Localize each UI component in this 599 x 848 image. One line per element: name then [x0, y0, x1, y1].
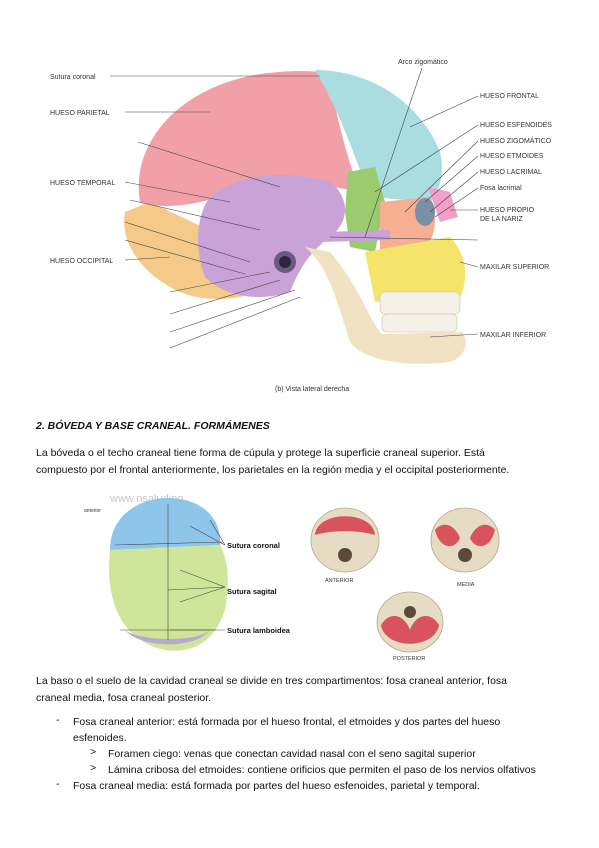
paragraph-2-line-2: craneal media, fosa craneal posterior. — [36, 692, 212, 704]
label-anterior: ANTERIOR — [325, 578, 353, 584]
bullet-2: Fosa craneal media: está formada por par… — [73, 780, 480, 792]
paragraph-2-line-1: La baso o el suelo de la cavidad craneal… — [36, 675, 508, 687]
label-fosa-lacrimal: Fosa lacrimal — [480, 185, 522, 192]
lower-teeth — [381, 313, 458, 333]
sub-arrow-1: > — [90, 746, 97, 758]
bullet-1-line-1: Fosa craneal anterior: está formada por … — [73, 716, 501, 728]
label-hueso-occipital: HUESO OCCIPITAL — [50, 258, 113, 265]
vault-corner-label: anterior — [84, 508, 101, 514]
fossa-media — [430, 507, 500, 573]
label-hueso-temporal: HUESO TEMPORAL — [50, 180, 115, 187]
section-heading: 2. BÓVEDA Y BASE CRANEAL. FORMÁMENES — [36, 420, 270, 432]
label-arco-zigomatico: Arco zigomático — [398, 59, 448, 66]
label-hueso-zigomatico: HUESO ZIGOMÁTICO — [480, 136, 552, 145]
skull-lateral-figure: Sutura coronal HUESO PARIETAL HUESO TEMP… — [50, 59, 552, 393]
label-posterior: POSTERIOR — [393, 656, 425, 662]
label-hueso-propio-2: DE LA NARIZ — [480, 216, 524, 223]
label-hueso-parietal: HUESO PARIETAL — [50, 110, 110, 117]
skull-vault-figure: www.nsaludino anterior Sutura coronal Su… — [84, 493, 291, 651]
cranial-base-figure: ANTERIOR MEDIA POSTERIOR — [310, 507, 500, 662]
vault-back — [109, 545, 228, 651]
fossa-posterior — [376, 591, 444, 653]
label-sutura-lamboidea: Sutura lamboidea — [227, 626, 291, 635]
vault-occipital-strip — [125, 630, 210, 645]
label-hueso-frontal: HUESO FRONTAL — [480, 93, 539, 100]
figure1-caption: (b) Vista lateral derecha — [275, 386, 349, 393]
sub-arrow-2: > — [90, 762, 97, 774]
label-hueso-propio-1: HUESO PROPIO — [480, 207, 535, 214]
sub-bullet-1: Foramen ciego: venas que conectan cavida… — [108, 748, 476, 760]
parietal-region — [138, 71, 360, 207]
label-maxilar-superior: MAXILAR SUPERIOR — [480, 264, 549, 271]
bullet-dash-1: - — [56, 714, 60, 726]
temporal-region — [198, 174, 345, 297]
maxilla-region — [365, 237, 466, 302]
zygomatic-arch — [320, 230, 390, 242]
paragraph-1-line-1: La bóveda o el techo craneal tiene forma… — [36, 447, 485, 459]
label-sutura-coronal: Sutura coronal — [50, 74, 96, 81]
sub-bullet-2: Lámina cribosa del etmoides: contiene or… — [108, 764, 536, 776]
vault-front — [110, 498, 221, 550]
orbit — [415, 198, 435, 226]
fossa-anterior — [310, 507, 380, 573]
upper-teeth — [379, 291, 461, 315]
bullet-dash-2: - — [56, 778, 60, 790]
nasal-region — [428, 187, 458, 222]
bullet-1-line-2: esfenoides. — [73, 732, 127, 744]
label-media: MEDIA — [457, 582, 475, 588]
paragraph-1-line-2: compuesto por el frontal anteriormente, … — [36, 464, 510, 476]
label-hueso-esfenoides: HUESO ESFENOIDES — [480, 122, 552, 129]
label-hueso-etmoides: HUESO ETMOIDES — [480, 153, 544, 160]
label-maxilar-inferior: MAXILAR INFERIOR — [480, 332, 546, 339]
label-sutura-sagital: Sutura sagital — [227, 587, 277, 596]
mandible-region — [305, 247, 466, 364]
label-hueso-lacrimal: HUESO LACRIMAL — [480, 169, 542, 176]
label-sutura-coronal-vault: Sutura coronal — [227, 541, 280, 550]
